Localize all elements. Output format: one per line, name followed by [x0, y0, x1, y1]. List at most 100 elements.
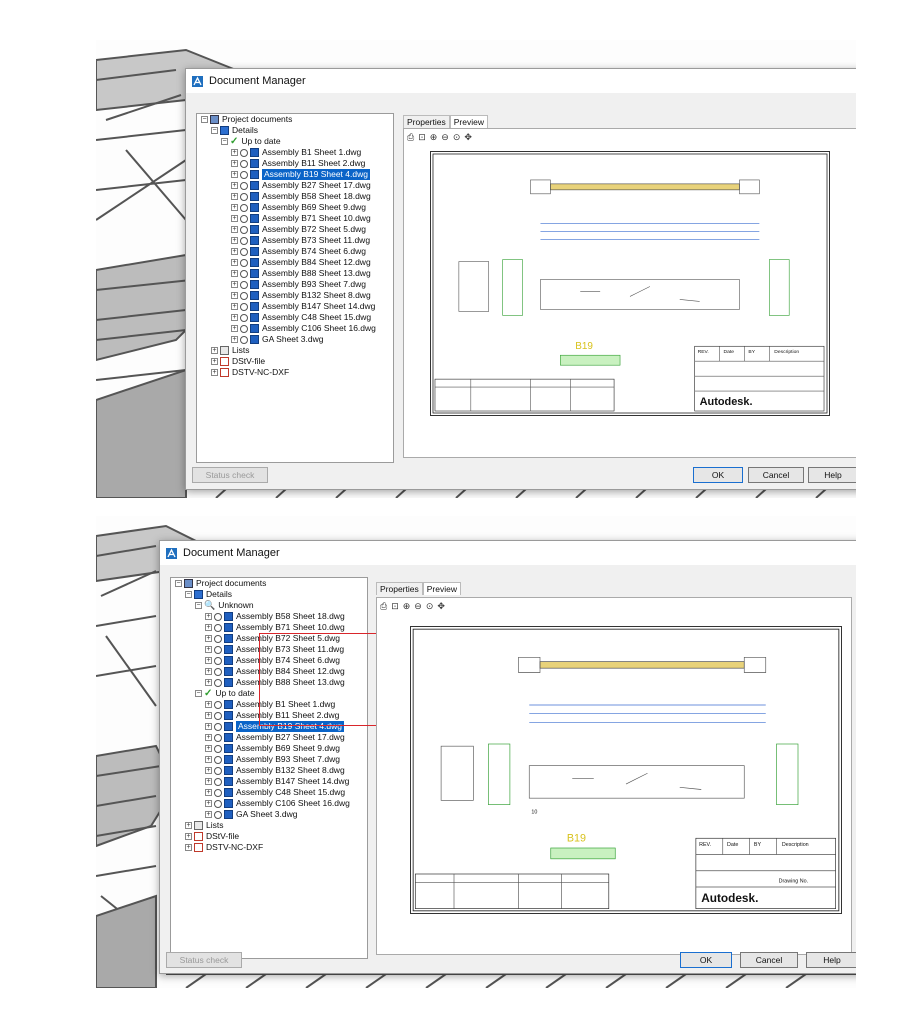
expand-icon[interactable]: +: [231, 292, 238, 299]
pan-icon[interactable]: ✥: [464, 132, 472, 142]
list-item-selected[interactable]: +Assembly B19 Sheet 4.dwg: [197, 169, 393, 180]
list-item[interactable]: +Assembly C48 Sheet 15.dwg: [171, 787, 367, 798]
list-item[interactable]: +Assembly B74 Sheet 6.dwg: [197, 246, 393, 257]
expand-icon[interactable]: +: [231, 237, 238, 244]
tree-dstv-nc-dxf[interactable]: + DSTV-NC-DXF: [171, 842, 367, 853]
zoom-out-icon[interactable]: ⊖: [441, 132, 449, 142]
expand-icon[interactable]: +: [231, 149, 238, 156]
expand-icon[interactable]: +: [231, 259, 238, 266]
expand-icon[interactable]: +: [205, 679, 212, 686]
tab-preview[interactable]: Preview: [449, 115, 488, 128]
pan-icon[interactable]: ✥: [437, 601, 445, 611]
tree-details[interactable]: − Details: [197, 125, 393, 136]
tree-dstv-file[interactable]: + DStV-file: [171, 831, 367, 842]
list-item[interactable]: +Assembly B11 Sheet 2.dwg: [171, 710, 367, 721]
tree-root[interactable]: − Project documents: [197, 114, 393, 125]
list-item[interactable]: +Assembly B72 Sheet 5.dwg: [171, 633, 367, 644]
list-item[interactable]: +Assembly B72 Sheet 5.dwg: [197, 224, 393, 235]
list-item[interactable]: +Assembly B71 Sheet 10.dwg: [197, 213, 393, 224]
expand-icon[interactable]: +: [185, 833, 192, 840]
tree-up-to-date[interactable]: − ✓ Up to date: [197, 136, 393, 147]
help-button[interactable]: Help: [806, 952, 856, 968]
list-item[interactable]: +Assembly B69 Sheet 9.dwg: [197, 202, 393, 213]
expand-icon[interactable]: +: [231, 160, 238, 167]
expand-icon[interactable]: +: [231, 215, 238, 222]
expand-icon[interactable]: +: [205, 734, 212, 741]
list-item[interactable]: +Assembly B1 Sheet 1.dwg: [171, 699, 367, 710]
list-item[interactable]: +Assembly B93 Sheet 7.dwg: [171, 754, 367, 765]
expand-icon[interactable]: +: [205, 767, 212, 774]
list-item[interactable]: +Assembly B1 Sheet 1.dwg: [197, 147, 393, 158]
list-item[interactable]: +Assembly B71 Sheet 10.dwg: [171, 622, 367, 633]
collapse-icon[interactable]: −: [211, 127, 218, 134]
expand-icon[interactable]: +: [231, 303, 238, 310]
expand-icon[interactable]: +: [231, 193, 238, 200]
zoom-out-icon[interactable]: ⊖: [414, 601, 422, 611]
expand-icon[interactable]: +: [205, 668, 212, 675]
expand-icon[interactable]: +: [205, 624, 212, 631]
expand-icon[interactable]: +: [211, 369, 218, 376]
zoom-in-icon[interactable]: ⊕: [402, 601, 411, 611]
expand-icon[interactable]: +: [185, 822, 192, 829]
list-item[interactable]: +GA Sheet 3.dwg: [171, 809, 367, 820]
expand-icon[interactable]: +: [231, 336, 238, 343]
expand-icon[interactable]: +: [231, 314, 238, 321]
list-item[interactable]: +Assembly B88 Sheet 13.dwg: [197, 268, 393, 279]
expand-icon[interactable]: +: [205, 646, 212, 653]
tree-lists[interactable]: + Lists: [197, 345, 393, 356]
expand-icon[interactable]: +: [231, 325, 238, 332]
expand-icon[interactable]: +: [211, 347, 218, 354]
expand-icon[interactable]: +: [205, 712, 212, 719]
zoom-extents-icon[interactable]: ⊙: [452, 132, 461, 142]
ok-button[interactable]: OK: [680, 952, 732, 968]
expand-icon[interactable]: +: [205, 789, 212, 796]
tree-dstv-file[interactable]: + DStV-file: [197, 356, 393, 367]
expand-icon[interactable]: +: [231, 204, 238, 211]
list-item[interactable]: +Assembly B84 Sheet 12.dwg: [171, 666, 367, 677]
zoom-extents-icon[interactable]: ⊙: [425, 601, 434, 611]
list-item-selected[interactable]: +Assembly B19 Sheet 4.dwg: [171, 721, 367, 732]
list-item[interactable]: +Assembly B11 Sheet 2.dwg: [197, 158, 393, 169]
collapse-icon[interactable]: −: [175, 580, 182, 587]
collapse-icon[interactable]: −: [221, 138, 228, 145]
expand-icon[interactable]: +: [205, 778, 212, 785]
collapse-icon[interactable]: −: [201, 116, 208, 123]
list-item[interactable]: +Assembly B58 Sheet 18.dwg: [171, 611, 367, 622]
tree-lists[interactable]: + Lists: [171, 820, 367, 831]
list-item[interactable]: +Assembly B84 Sheet 12.dwg: [197, 257, 393, 268]
document-tree[interactable]: − Project documents − Details − 🔍 Unknow…: [170, 577, 368, 959]
cancel-button[interactable]: Cancel: [748, 467, 804, 483]
expand-icon[interactable]: +: [231, 281, 238, 288]
expand-icon[interactable]: +: [185, 844, 192, 851]
list-item[interactable]: +Assembly B147 Sheet 14.dwg: [197, 301, 393, 312]
tree-details[interactable]: − Details: [171, 589, 367, 600]
list-item[interactable]: +Assembly B147 Sheet 14.dwg: [171, 776, 367, 787]
list-item[interactable]: +Assembly B74 Sheet 6.dwg: [171, 655, 367, 666]
list-item[interactable]: +Assembly B88 Sheet 13.dwg: [171, 677, 367, 688]
document-tree[interactable]: − Project documents − Details − ✓ Up to …: [196, 113, 394, 463]
ok-button[interactable]: OK: [693, 467, 743, 483]
tree-unknown[interactable]: − 🔍 Unknown: [171, 600, 367, 611]
list-item[interactable]: +Assembly B73 Sheet 11.dwg: [171, 644, 367, 655]
collapse-icon[interactable]: −: [185, 591, 192, 598]
tab-properties[interactable]: Properties: [403, 115, 450, 128]
tree-up-to-date[interactable]: − ✓ Up to date: [171, 688, 367, 699]
help-button[interactable]: Help: [808, 467, 856, 483]
collapse-icon[interactable]: −: [195, 602, 202, 609]
expand-icon[interactable]: +: [231, 171, 238, 178]
print-icon[interactable]: ⎙: [407, 132, 415, 142]
expand-icon[interactable]: +: [231, 270, 238, 277]
expand-icon[interactable]: +: [231, 248, 238, 255]
list-item[interactable]: +Assembly B58 Sheet 18.dwg: [197, 191, 393, 202]
expand-icon[interactable]: +: [231, 182, 238, 189]
tree-dstv-nc-dxf[interactable]: + DSTV-NC-DXF: [197, 367, 393, 378]
list-item[interactable]: +Assembly C106 Sheet 16.dwg: [171, 798, 367, 809]
tab-preview[interactable]: Preview: [422, 582, 461, 595]
expand-icon[interactable]: +: [205, 745, 212, 752]
expand-icon[interactable]: +: [211, 358, 218, 365]
expand-icon[interactable]: +: [205, 635, 212, 642]
list-item[interactable]: +Assembly B132 Sheet 8.dwg: [171, 765, 367, 776]
status-check-button[interactable]: Status check: [192, 467, 268, 483]
expand-icon[interactable]: +: [205, 811, 212, 818]
list-item[interactable]: +Assembly B93 Sheet 7.dwg: [197, 279, 393, 290]
